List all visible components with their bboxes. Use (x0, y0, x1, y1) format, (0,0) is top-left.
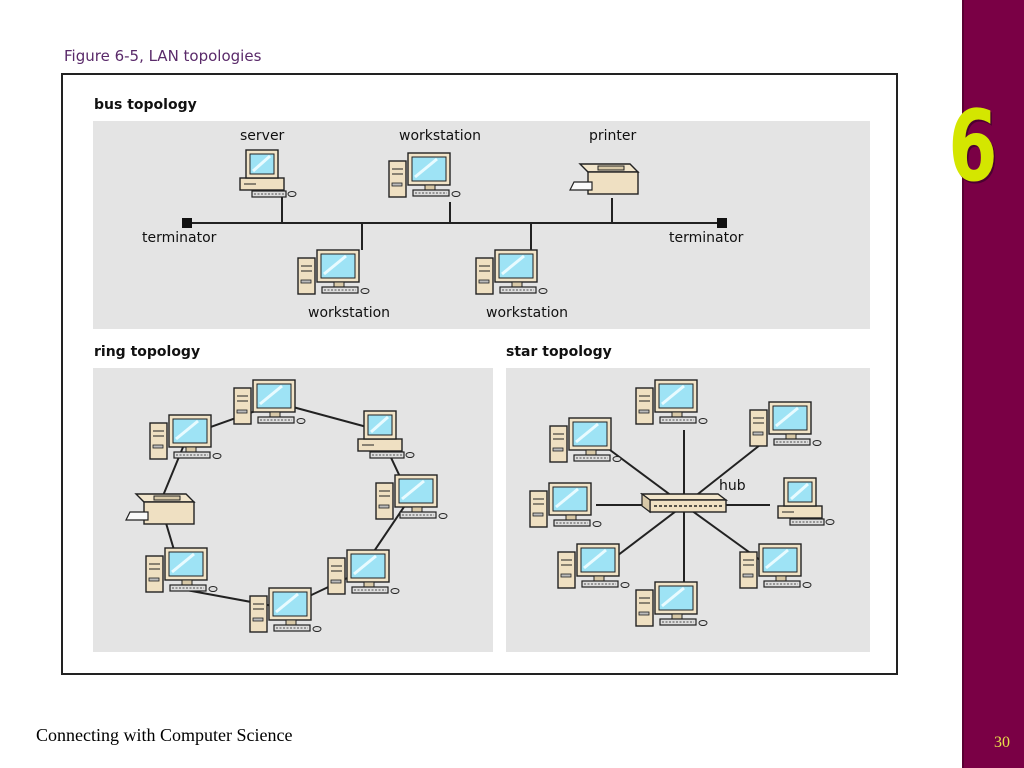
workstation-icon (548, 416, 623, 464)
chapter-number: 6 (948, 90, 998, 204)
workstation-icon (634, 378, 709, 426)
server-icon (238, 148, 298, 199)
workstation-icon (296, 248, 371, 296)
label-workstation-top: workstation (399, 128, 482, 144)
workstation-icon (634, 580, 709, 628)
label-workstation-bottom-right: workstation (486, 305, 569, 321)
printer-icon (569, 163, 639, 195)
hub-icon (641, 493, 727, 513)
workstation-icon (144, 546, 219, 594)
label-server: server (240, 128, 285, 144)
page-number: 30 (994, 734, 1010, 751)
bus-lines (188, 195, 722, 250)
desktop-icon (776, 476, 836, 527)
workstation-icon (387, 151, 462, 199)
workstation-icon (556, 542, 631, 590)
workstation-icon (748, 400, 823, 448)
label-workstation-bottom-left: workstation (308, 305, 391, 321)
workstation-icon (148, 413, 223, 461)
workstation-icon (738, 542, 813, 590)
sidebar-edge (962, 0, 964, 768)
figure-title: Figure 6-5, LAN topologies (64, 47, 262, 65)
terminator-left-icon (182, 218, 192, 228)
workstation-icon (374, 473, 449, 521)
label-terminator-right: terminator (669, 230, 744, 246)
workstation-icon (232, 378, 307, 426)
footer-text: Connecting with Computer Science (36, 725, 293, 745)
terminator-right-icon (717, 218, 727, 228)
workstation-icon (248, 586, 323, 634)
workstation-icon (326, 548, 401, 596)
label-terminator-left: terminator (142, 230, 217, 246)
label-printer: printer (589, 128, 637, 144)
ring-topology-title: ring topology (94, 344, 201, 360)
printer-icon (125, 493, 195, 525)
bus-topology-title: bus topology (94, 97, 197, 113)
workstation-icon (474, 248, 549, 296)
star-topology-title: star topology (506, 344, 612, 360)
desktop-icon (356, 409, 416, 460)
sidebar-band (962, 0, 1024, 768)
workstation-icon (528, 481, 603, 529)
label-hub: hub (719, 478, 746, 494)
